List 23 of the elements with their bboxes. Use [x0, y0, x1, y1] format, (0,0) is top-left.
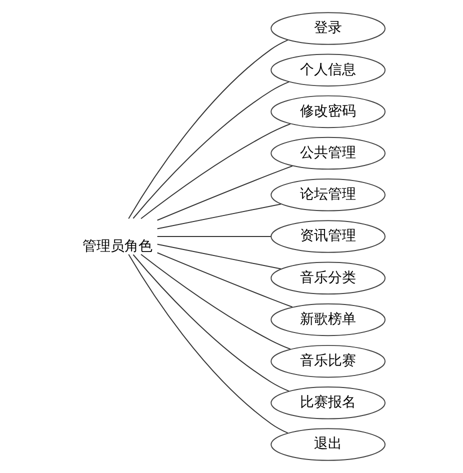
node-ellipse: 比赛报名: [270, 386, 386, 420]
connector: [156, 204, 282, 230]
node-ellipse: 公共管理: [270, 136, 386, 170]
connector: [156, 244, 282, 270]
connector: [128, 40, 288, 220]
node-ellipse: 音乐分类: [270, 262, 386, 294]
node-ellipse: 论坛管理: [270, 178, 386, 212]
connector: [132, 254, 290, 392]
node-ellipse: 登录: [270, 12, 386, 45]
node-ellipse: 修改密码: [270, 95, 386, 128]
connector: [156, 252, 293, 308]
connector: [140, 123, 291, 220]
connector: [156, 236, 272, 237]
node-text: 管理员角色: [82, 238, 153, 255]
node-ellipse: 新歌榜单: [270, 303, 386, 336]
node-ellipse: 音乐比赛: [270, 344, 386, 378]
connector: [156, 166, 293, 221]
connector: [140, 254, 291, 350]
node-ellipse: 资讯管理: [270, 220, 386, 253]
node-ellipse: 退出: [270, 428, 386, 461]
node-ellipse: 个人信息: [270, 54, 386, 86]
connector: [132, 81, 290, 219]
connector: [128, 254, 288, 434]
